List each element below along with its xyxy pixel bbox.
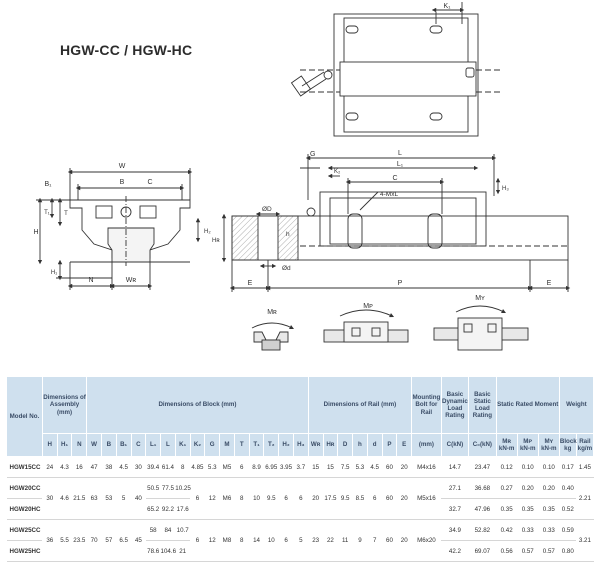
th-w: W — [86, 433, 102, 457]
top-view-drawing — [290, 2, 500, 137]
th-moment: Static Rated Moment — [495, 376, 560, 434]
th-k1: K₁ — [174, 433, 191, 457]
th-l: L — [160, 433, 176, 457]
label-od-large: ØD — [262, 206, 272, 213]
label-k1: K₁ — [443, 3, 451, 10]
label-p: P — [398, 280, 403, 287]
th-d-small: d — [366, 433, 383, 457]
th-t1: T₁ — [248, 433, 265, 457]
label-my: Mʏ — [475, 295, 485, 302]
th-h3: H₃ — [292, 433, 309, 457]
th-b: B — [100, 433, 117, 457]
th-rail: Dimensions of Rail (mm) — [307, 376, 413, 434]
th-h2: H₂ — [278, 433, 294, 457]
label-h2: H₂ — [204, 229, 211, 235]
table-row: HGW20CC 30 4.6 21.5 63 53 5 40 50.5 77.5… — [6, 477, 594, 520]
side-view-drawing — [221, 154, 571, 292]
th-bolt: Mounting Bolt for Rail — [411, 376, 442, 434]
th-weight: Weight — [558, 376, 595, 434]
label-t1: T₁ — [44, 210, 50, 216]
th-dynamic: Basic Dynamic Load Rating — [440, 376, 470, 434]
label-t: T — [64, 211, 68, 217]
moment-mp-icon — [323, 309, 409, 343]
label-h1: H₁ — [51, 270, 57, 276]
th-c: C — [130, 433, 147, 457]
label-e-left: E — [248, 280, 253, 287]
moment-mr-icon — [251, 322, 295, 351]
label-wr: Wʀ — [126, 277, 137, 284]
th-k2: K₂ — [189, 433, 206, 457]
th-b1: B₁ — [115, 433, 132, 457]
th-d-large: D — [337, 433, 354, 457]
label-b1: B₁ — [44, 181, 52, 188]
label-w: W — [119, 163, 126, 170]
th-h1: H₁ — [56, 433, 73, 457]
label-h: H — [33, 229, 38, 236]
moment-my-icon — [433, 305, 529, 351]
label-hr: Hʀ — [212, 238, 220, 244]
label-e-right: E — [547, 280, 552, 287]
th-static: Basic Static Load Rating — [468, 376, 497, 434]
th-bolt-unit: (mm) — [411, 433, 442, 457]
label-mr: Mʀ — [267, 309, 277, 316]
table-row: HGW25CC 36 5.5 23.5 70 57 6.5 45 58 84 1… — [6, 519, 594, 562]
table-row: HGW15CC 24 4.3 16 47 38 4.5 30 39.4 61.4… — [6, 456, 594, 478]
label-h-small: h — [286, 231, 290, 238]
label-mxl: 4-MxL — [380, 191, 398, 198]
th-block: Dimensions of Block (mm) — [86, 376, 309, 434]
th-c0-kn: C₀(kN) — [468, 433, 497, 457]
th-hr: Hʀ — [322, 433, 339, 457]
table-row: HGW20HC 65.2 92.2 17.6 32.7 47.96 0.35 0… — [6, 498, 594, 520]
page-title: HGW-CC / HGW-HC — [60, 42, 193, 58]
th-t2: T₂ — [263, 433, 280, 457]
th-n: N — [71, 433, 88, 457]
th-model: Model No. — [6, 376, 43, 457]
label-h3: H₃ — [502, 186, 509, 192]
th-h: H — [41, 433, 58, 457]
label-k2: K₂ — [334, 169, 341, 175]
label-l1: L₁ — [397, 161, 404, 168]
label-n: N — [88, 277, 93, 284]
label-l: L — [398, 150, 402, 157]
label-od-small: Ød — [282, 265, 291, 272]
front-view-drawing — [36, 168, 201, 290]
th-assembly: Dimensions of Assembly (mm) — [41, 376, 88, 434]
technical-drawings: K₁ — [33, 2, 571, 351]
th-e: E — [396, 433, 413, 457]
label-g: G — [310, 151, 315, 158]
label-c-side: C — [392, 175, 397, 182]
label-mp: Mᴘ — [363, 303, 373, 310]
label-b: B — [120, 179, 125, 186]
th-t: T — [233, 433, 250, 457]
th-wr: Wʀ — [307, 433, 324, 457]
table-row: HGW25HC 78.6 104.6 21 42.2 69.07 0.56 0.… — [6, 540, 594, 562]
th-g: G — [204, 433, 221, 457]
spec-table: Model No. Dimensions of Assembly (mm) Di… — [6, 376, 595, 562]
th-h-small: h — [352, 433, 368, 457]
th-p: P — [381, 433, 398, 457]
label-c: C — [147, 179, 152, 186]
th-l1: L₁ — [145, 433, 162, 457]
th-c-kn: C(kN) — [440, 433, 470, 457]
th-m: M — [219, 433, 235, 457]
